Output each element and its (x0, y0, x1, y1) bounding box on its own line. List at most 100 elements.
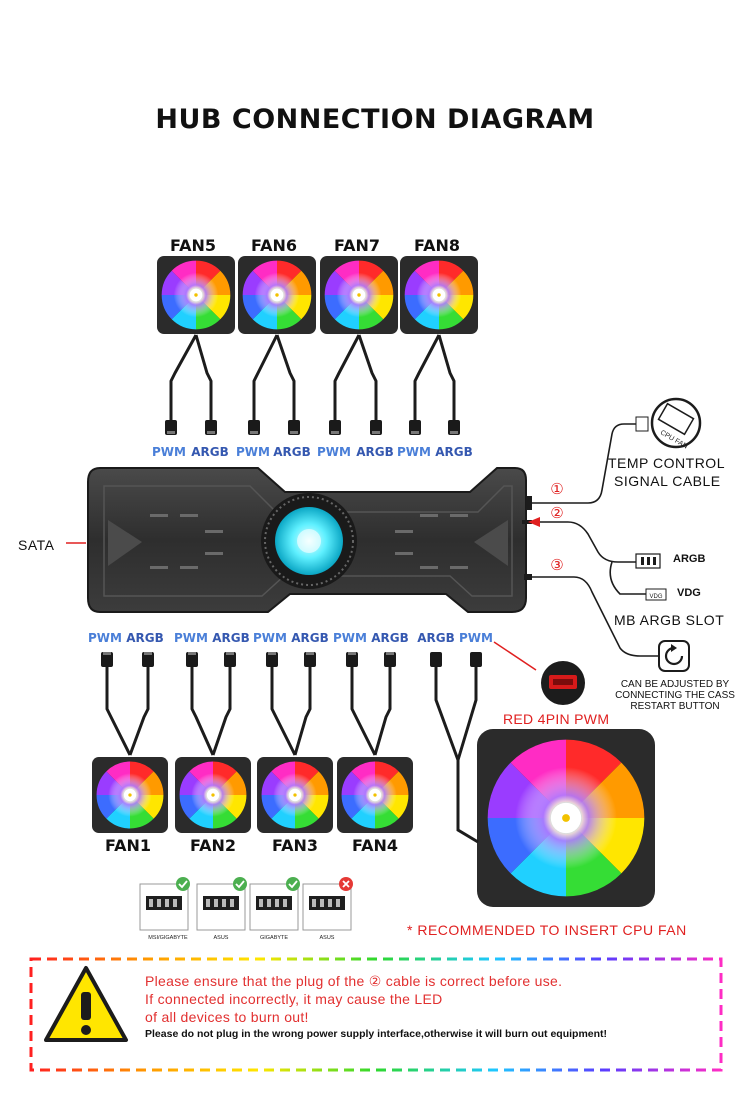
hub-vent (450, 566, 468, 569)
cross-mark (342, 880, 350, 888)
cable-connector (266, 652, 278, 667)
vdg-cable (609, 561, 646, 595)
argb-cable (532, 521, 638, 563)
cable-branch-left (252, 334, 279, 420)
temp-control-cable (532, 423, 638, 504)
hub-vent (420, 514, 438, 517)
hub-vent (450, 514, 468, 517)
hub-right-arrow (474, 520, 508, 566)
warning-line-1: Please ensure that the plug of the ② cab… (145, 973, 563, 989)
compat-chip-pin (149, 899, 153, 907)
hub-vent (420, 566, 438, 569)
connector-pins (207, 431, 215, 434)
bottom-fan-1 (92, 757, 168, 833)
top-fan-5 (157, 256, 235, 334)
compat-chip-3 (249, 877, 300, 931)
port3-marker: ③ (550, 556, 563, 574)
check-mark (178, 880, 188, 889)
hub-vent (205, 530, 223, 533)
fan-hub-dot (357, 293, 361, 297)
cable-connector (470, 652, 482, 667)
port-2-plug (522, 520, 532, 524)
cable-connector (304, 652, 316, 667)
argb-plug-pin (641, 557, 644, 565)
cables-layer (101, 334, 482, 844)
argb-plug-label: ARGB (673, 553, 706, 565)
port1-marker: ① (550, 480, 563, 498)
temp-control-line2: SIGNAL CABLE (614, 473, 721, 489)
port-1-plug (526, 496, 532, 510)
compat-chip-pin (157, 899, 161, 907)
restart-cable (532, 576, 660, 657)
fan1-pwm-label: PWM (88, 631, 122, 645)
hub-vent (180, 514, 198, 517)
restart-button-icon (658, 640, 690, 672)
cpu-argb-label: ARGB (417, 631, 455, 645)
fan6-argb-label: ARGB (273, 445, 311, 459)
restart-note-line3: RESTART BUTTON (630, 701, 720, 712)
fan8-label: FAN8 (414, 236, 460, 255)
connector-pins (144, 652, 152, 655)
connector-pins (226, 652, 234, 655)
compat-label-1: MSI/GIGABYTE (148, 935, 188, 941)
bottom-cable-1 (101, 652, 154, 756)
restart-note-line1: CAN BE ADJUSTED BY (620, 679, 730, 690)
hub-vent (395, 530, 413, 533)
compat-chip-pin (214, 899, 218, 907)
restart-power-arc (664, 646, 684, 666)
cable-branch-right (357, 334, 378, 420)
fan6-pwm-label: PWM (236, 445, 270, 459)
fan-hub-dot (373, 793, 377, 797)
fan6-label: FAN6 (251, 236, 297, 255)
compat-chip-pin (173, 899, 177, 907)
cable-branch-left (169, 334, 198, 420)
cpu-fan-cable (430, 652, 482, 844)
bottom-fan-4 (337, 757, 413, 833)
cable-branch-right (128, 660, 150, 756)
top-fan-6 (238, 256, 316, 334)
fan4-label: FAN4 (352, 836, 398, 855)
fan-hub-dot (128, 793, 132, 797)
warning-line-3: of all devices to burn out! (145, 1009, 309, 1025)
fan-hub-dot (293, 793, 297, 797)
connector-pins (331, 431, 339, 434)
warning-line-2: If connected incorrectly, it may cause t… (145, 991, 443, 1007)
connector-pins (268, 652, 276, 655)
check-mark (235, 880, 245, 889)
connector-pins (411, 431, 419, 434)
hub-vent (150, 514, 168, 517)
bottom-fan-2 (175, 757, 251, 833)
compat-chip-4 (302, 877, 353, 931)
fan3-label: FAN3 (272, 836, 318, 855)
top-cable-7 (329, 334, 382, 435)
check-mark (288, 880, 298, 889)
warning-graphics (29, 877, 723, 1072)
cable-connector (224, 652, 236, 667)
cable-connector (346, 652, 358, 667)
cable-connector (142, 652, 154, 667)
connector-pins (306, 652, 314, 655)
top-cable-6 (248, 334, 300, 435)
connector-pins (167, 431, 175, 434)
bottom-cable-4 (346, 652, 396, 756)
cable-branch-right (373, 660, 392, 756)
connector-pins (450, 431, 458, 434)
cable-branch-right (293, 660, 312, 756)
fan-hub-dot (194, 293, 198, 297)
top-cable-5 (165, 334, 217, 435)
page-title: HUB CONNECTION DIAGRAM (155, 104, 595, 135)
temp-plug (635, 416, 649, 432)
top-fan-7 (320, 256, 398, 334)
fan1-argb-label: ARGB (126, 631, 164, 645)
check-icon (286, 877, 300, 891)
fan-hub-dot (562, 814, 570, 822)
bottom-cable-3 (266, 652, 316, 756)
cable-branch-left (190, 660, 215, 756)
cable-branch-left (333, 334, 361, 420)
fan2-argb-label: ARGB (212, 631, 250, 645)
cable-branch-left (105, 660, 132, 756)
port-2-arrow (528, 517, 540, 527)
temp-control-line1: TEMP CONTROL (608, 455, 725, 471)
compat-chip-pin (222, 899, 226, 907)
